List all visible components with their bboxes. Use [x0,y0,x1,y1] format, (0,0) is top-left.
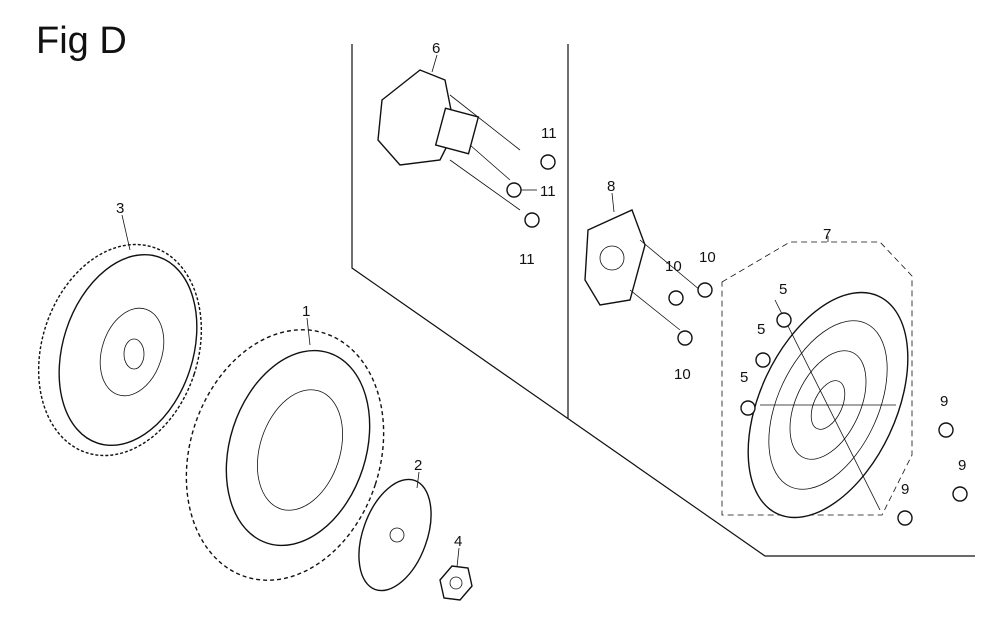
callout-11a: 11 [541,125,557,142]
callout-11c: 11 [519,251,535,268]
callout-2: 2 [414,457,422,474]
callout-5a: 5 [779,281,787,298]
part-flywheel [37,243,203,457]
leader-lines [121,54,829,568]
part-fan-plate [358,478,432,592]
callout-9a: 9 [940,393,948,410]
callout-9c: 9 [901,481,909,498]
grommets-5 [740,312,792,416]
callout-11b: 11 [540,183,556,200]
callout-8: 8 [607,178,615,195]
callout-4: 4 [454,533,462,550]
callout-10c: 10 [674,366,691,383]
callout-10a: 10 [665,258,682,275]
callout-10b: 10 [699,249,716,266]
part-nut [439,565,473,601]
part-bracket [584,209,701,331]
callout-7: 7 [823,226,831,243]
screws-9 [897,422,968,526]
callout-5c: 5 [740,369,748,386]
bolts-11 [506,154,556,228]
callout-9b: 9 [958,457,966,474]
callout-6: 6 [432,40,440,57]
frame-lines [351,44,975,557]
callout-5b: 5 [757,321,765,338]
part-fan-cover [721,241,913,519]
bolts-10 [668,282,713,346]
figure-title: Fig D [36,20,127,62]
callout-labels: 3 1 2 4 6 11 11 11 8 10 10 10 7 5 5 5 9 … [116,40,966,550]
callout-1: 1 [302,303,310,320]
callout-3: 3 [116,200,124,217]
part-housing [377,69,521,211]
part-cooling-fan [185,329,385,581]
